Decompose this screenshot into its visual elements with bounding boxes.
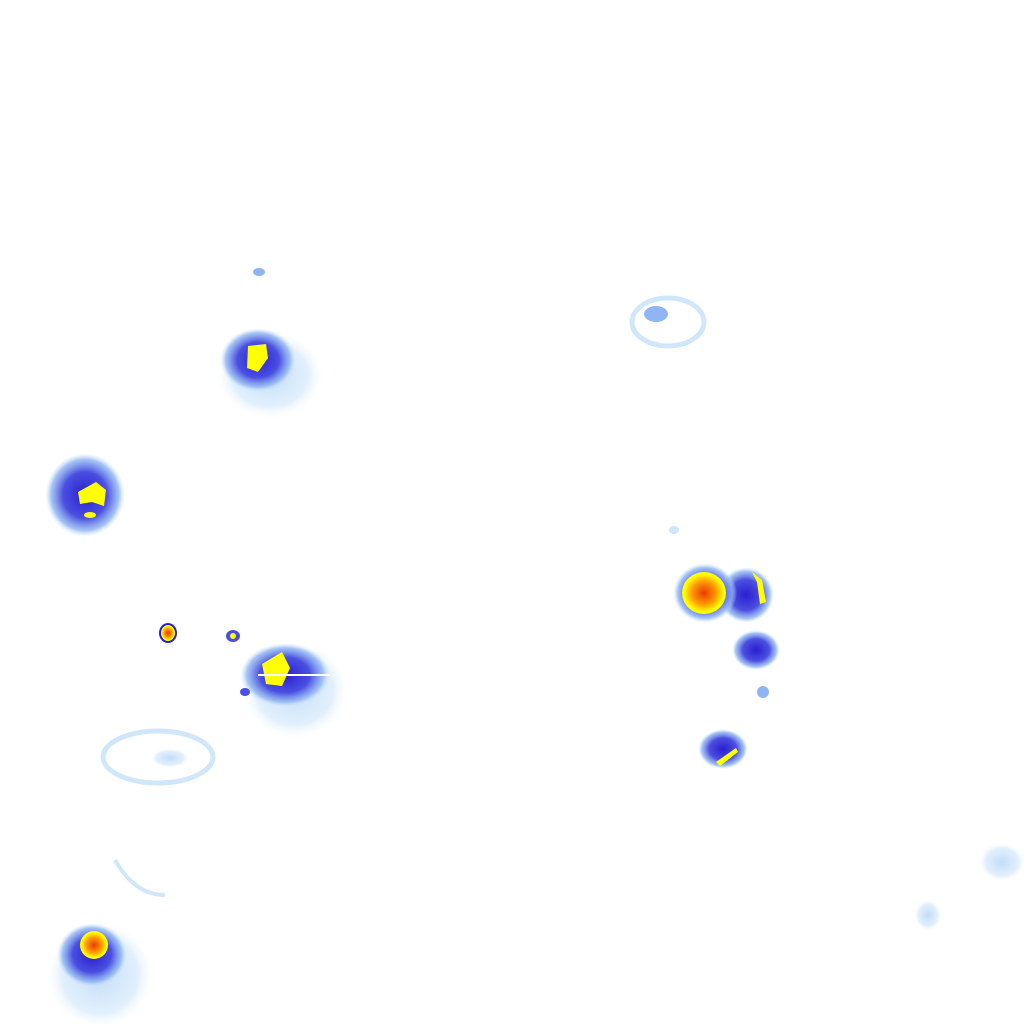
- cell-faint-far-right: [253, 268, 1024, 931]
- cell-small-spot-1: [159, 623, 177, 643]
- cell-right-bottom: [698, 729, 748, 769]
- cell-center-left: [240, 640, 350, 740]
- cell-bottom-left: [45, 920, 155, 1024]
- cell-left: [45, 453, 125, 537]
- cell-faint-left-ring: [100, 728, 216, 897]
- cell-small-spot-2: [226, 630, 240, 642]
- cell-right-cluster: [673, 563, 774, 623]
- cell-top-right-faint: [629, 295, 707, 349]
- cell-top-left: [215, 328, 325, 420]
- cell-right-lower: [732, 630, 780, 698]
